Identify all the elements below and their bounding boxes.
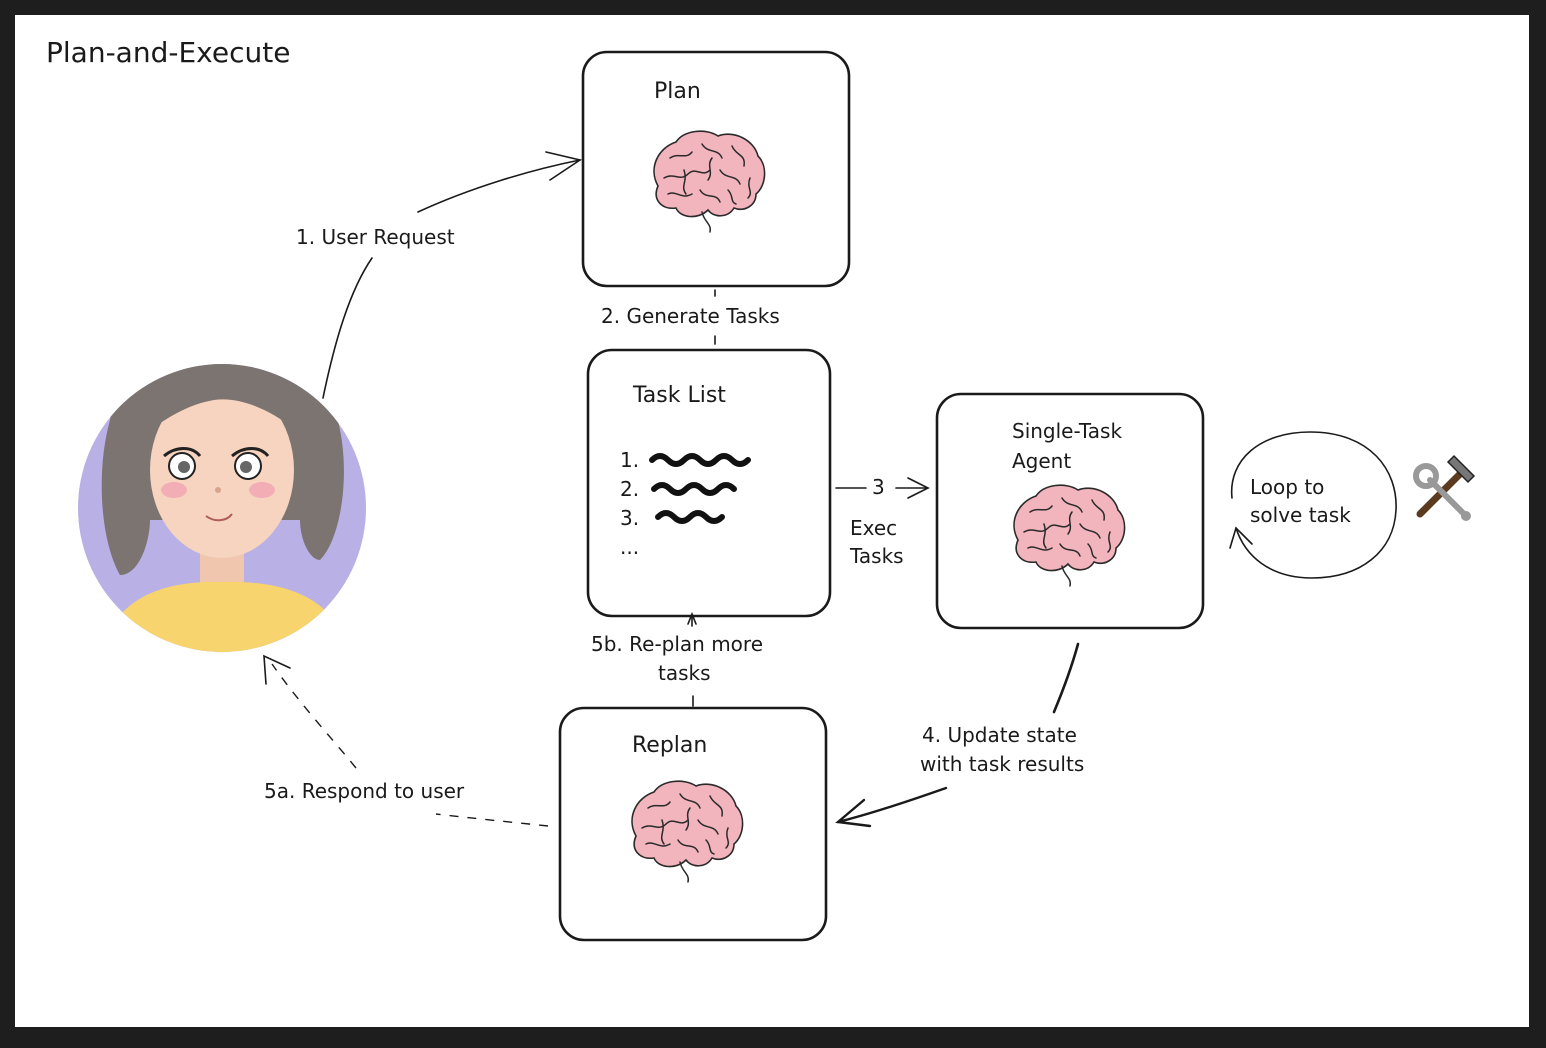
exec-label-line1: Exec xyxy=(850,516,897,540)
respond-edge xyxy=(271,663,357,769)
agent-label-line2: Agent xyxy=(1012,449,1071,473)
user-request-edge xyxy=(322,257,373,399)
update-state-edge xyxy=(836,786,948,824)
loop-label-line1: Loop to xyxy=(1250,475,1324,499)
user-request-label: 1. User Request xyxy=(296,225,455,249)
user-avatar xyxy=(78,364,366,652)
update-state-label-line1: 4. Update state xyxy=(922,723,1077,747)
arrowhead xyxy=(907,477,930,499)
generate-tasks-label: 2. Generate Tasks xyxy=(601,304,780,328)
task-item-number: 3. xyxy=(620,506,639,530)
user-request-edge xyxy=(417,159,581,213)
update-state-edge xyxy=(1052,642,1080,714)
arrowhead xyxy=(835,798,872,828)
task-scribble xyxy=(655,510,725,524)
replan-more-label-line1: 5b. Re-plan more xyxy=(591,632,763,656)
replan-label: Replan xyxy=(632,733,707,758)
exec-label-line2: Tasks xyxy=(849,544,904,568)
task-scribble xyxy=(651,482,737,496)
task-item-number: ... xyxy=(620,535,639,559)
task-list-node xyxy=(586,348,832,618)
respond-edge xyxy=(435,813,549,827)
task-item-number: 1. xyxy=(620,448,639,472)
loop-edge xyxy=(1230,431,1397,579)
respond-label: 5a. Respond to user xyxy=(264,779,465,803)
task-scribble xyxy=(649,453,751,467)
loop-label-line2: solve task xyxy=(1250,503,1351,527)
task-list-label: Task List xyxy=(632,383,726,408)
diagram-title: Plan-and-Execute xyxy=(46,36,290,69)
task-item-number: 2. xyxy=(620,477,639,501)
arrowhead xyxy=(263,654,291,685)
plan-label: Plan xyxy=(654,79,701,104)
update-state-label-line2: with task results xyxy=(920,752,1084,776)
arrowhead xyxy=(545,151,582,181)
arrowhead xyxy=(1229,526,1253,549)
exec-number: 3 xyxy=(872,475,885,499)
replan-more-label-line2: tasks xyxy=(658,661,711,685)
agent-label-line1: Single-Task xyxy=(1012,419,1122,443)
hammer-wrench-icon xyxy=(1413,454,1476,521)
